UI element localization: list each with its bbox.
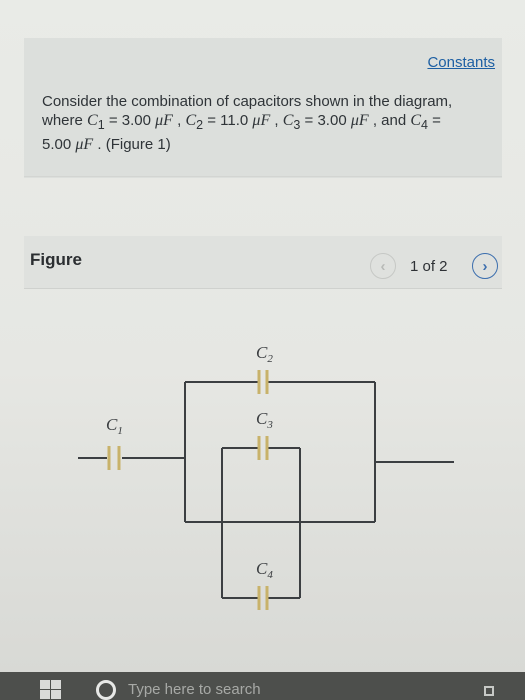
capacitor-circuit-diagram: C1 C2 C3 C4 [78,343,454,610]
label-c4-letter: C [256,559,268,578]
cortana-circle-icon[interactable] [96,680,116,700]
task-view-icon[interactable] [484,686,494,696]
taskbar-search-input[interactable]: Type here to search [128,681,261,698]
figure-count: 1 of 2 [410,258,448,275]
c3-subscript: 3 [293,118,301,132]
label-c1-letter: C [106,415,118,434]
problem-card [24,38,502,178]
figure-label: Figure [30,250,82,269]
label-c3: C3 [256,409,273,431]
taskbar [0,672,525,700]
label-c2: C2 [256,343,273,365]
problem-text-5: , [270,112,283,129]
label-c3-sub: 3 [266,419,273,431]
win-pane-4 [51,690,61,699]
win-pane-1 [40,680,50,689]
label-c1: C1 [106,415,123,437]
unit-1: μF [155,112,173,129]
unit-3: μF [350,112,369,129]
windows-logo-icon[interactable] [40,680,62,700]
c3-symbol: C [282,112,294,129]
c1-subscript: 1 [97,118,105,132]
figure-header [24,236,502,289]
problem-text-6: = 3.00 [300,112,351,129]
problem-text-1: Consider the combination of capacitors s… [42,93,453,129]
next-glyph: › [482,257,488,275]
chevron-left-icon[interactable]: ‹ [370,253,396,279]
c4-subscript: 4 [421,118,428,132]
problem-statement: Consider the combination of capacitors s… [42,92,472,154]
c2-subscript: 2 [196,118,204,132]
prev-glyph: ‹ [380,257,386,275]
c4-symbol: C [410,112,422,129]
figure-reference-link[interactable]: (Figure 1) [105,136,171,153]
problem-text-4: = 11.0 [203,112,253,129]
label-c4: C4 [256,559,273,581]
win-pane-2 [51,680,61,689]
win-pane-3 [40,690,50,699]
problem-text-3: , [172,112,186,129]
problem-text-2: = 3.00 [104,112,156,129]
problem-text-9: . [93,136,106,153]
divider [24,176,502,177]
problem-text-8: = 5.00 [42,112,441,153]
unit-2: μF [252,112,271,129]
capacitor-labels: C1 C2 C3 C4 [106,343,273,581]
label-c1-sub: 1 [117,425,123,437]
capacitor-plates [107,370,269,610]
problem-text-7: , and [368,112,411,129]
label-c3-letter: C [256,409,268,428]
chevron-right-icon[interactable]: › [472,253,498,279]
label-c2-sub: 2 [267,353,273,365]
c2-symbol: C [185,112,197,129]
c1-symbol: C [87,112,98,129]
label-c4-sub: 4 [267,569,273,581]
unit-4: μF [75,136,94,153]
constants-link[interactable]: Constants [427,54,495,71]
wires [78,381,454,599]
label-c2-letter: C [256,343,268,362]
